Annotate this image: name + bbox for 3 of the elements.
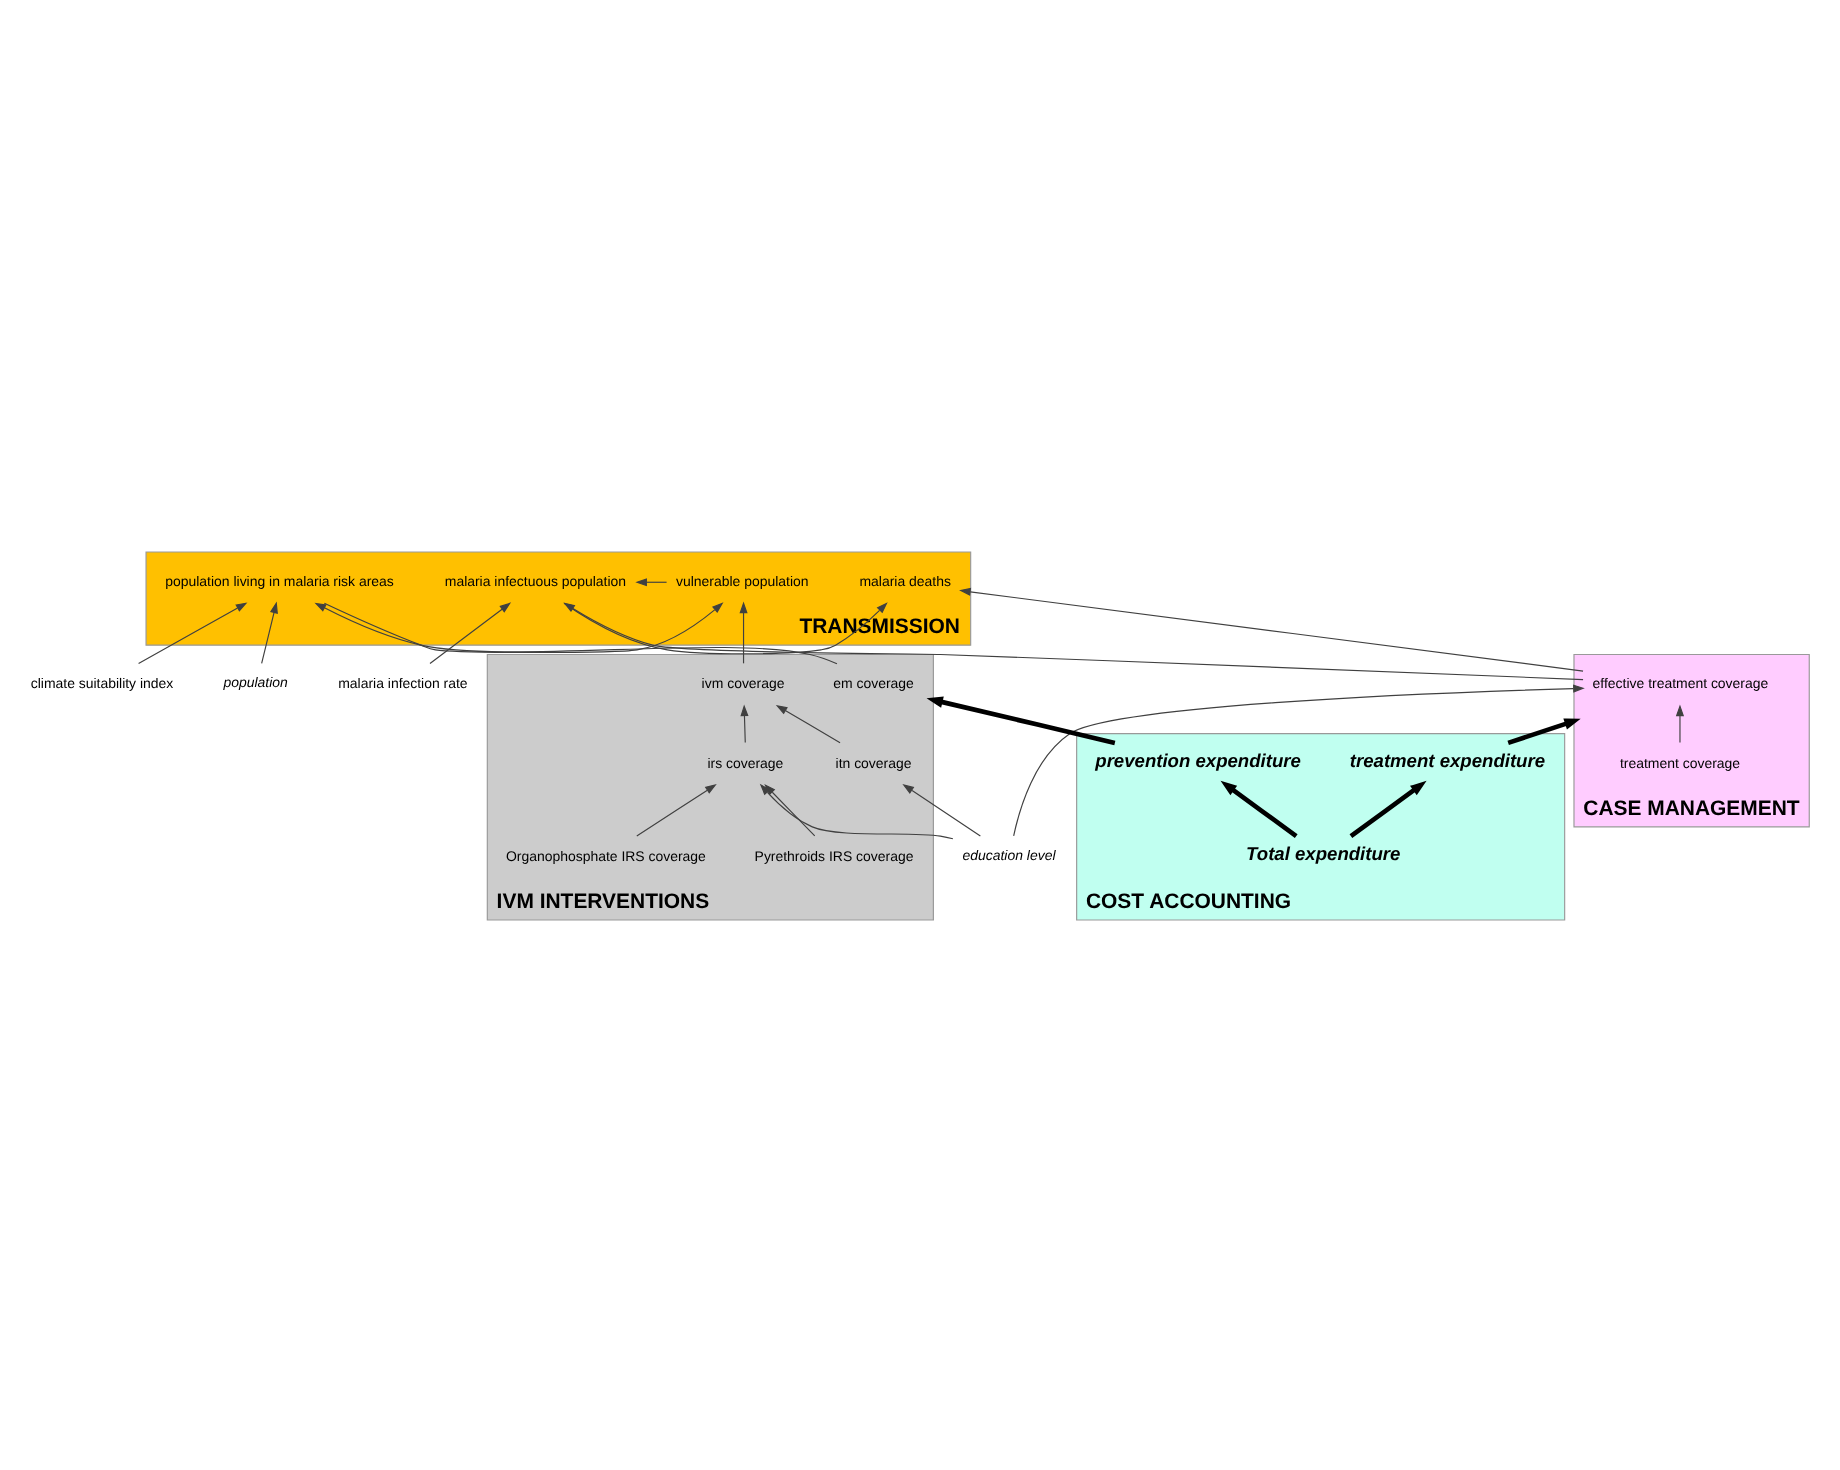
node-text: Total expenditure — [1246, 843, 1401, 864]
node-text: treatment expenditure — [1349, 750, 1546, 771]
node-text: prevention expenditure — [1095, 750, 1301, 771]
